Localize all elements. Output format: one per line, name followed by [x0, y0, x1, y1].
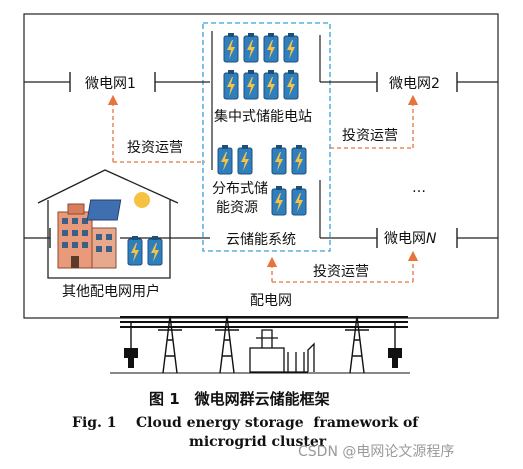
microgrid-1-label: 微电网1 — [85, 76, 136, 92]
transmission-towers — [130, 315, 396, 374]
caption-en-line1: Fig. 1 Cloud energy storage framework of — [72, 415, 419, 431]
caption-cn: 图 1 微电网群云储能框架 — [149, 390, 330, 408]
microgrid-2-label: 微电网2 — [389, 76, 440, 92]
watermark: CSDN @电网论文源程序 — [298, 444, 454, 460]
caption-en-line2: microgrid cluster — [189, 434, 327, 450]
cloud-system-label: 云储能系统 — [226, 232, 296, 248]
substation-icon — [249, 329, 315, 373]
microgrid-n-label: 微电网N — [384, 231, 437, 247]
central-station-label: 集中式储能电站 — [214, 108, 312, 125]
outer-frame — [23, 13, 499, 319]
invest-label-right: 投资运营 — [342, 128, 398, 144]
grid-label: 配电网 — [250, 293, 292, 309]
invest-label-left: 投资运营 — [127, 140, 183, 156]
invest-label-bottom: 投资运营 — [313, 264, 369, 280]
ellipsis: … — [412, 180, 426, 196]
central-battery-bank — [223, 32, 299, 100]
distributed-label-1: 分布式储 — [212, 181, 268, 197]
distributed-label-2: 能资源 — [216, 200, 258, 216]
breaker-ticks — [49, 72, 458, 248]
other-users-label: 其他配电网用户 — [62, 283, 160, 300]
invest-arrows — [107, 94, 419, 283]
household-batteries — [127, 235, 163, 266]
cloud-storage-box — [202, 22, 331, 252]
insulator-icons — [124, 348, 402, 368]
house-icon — [37, 169, 179, 279]
